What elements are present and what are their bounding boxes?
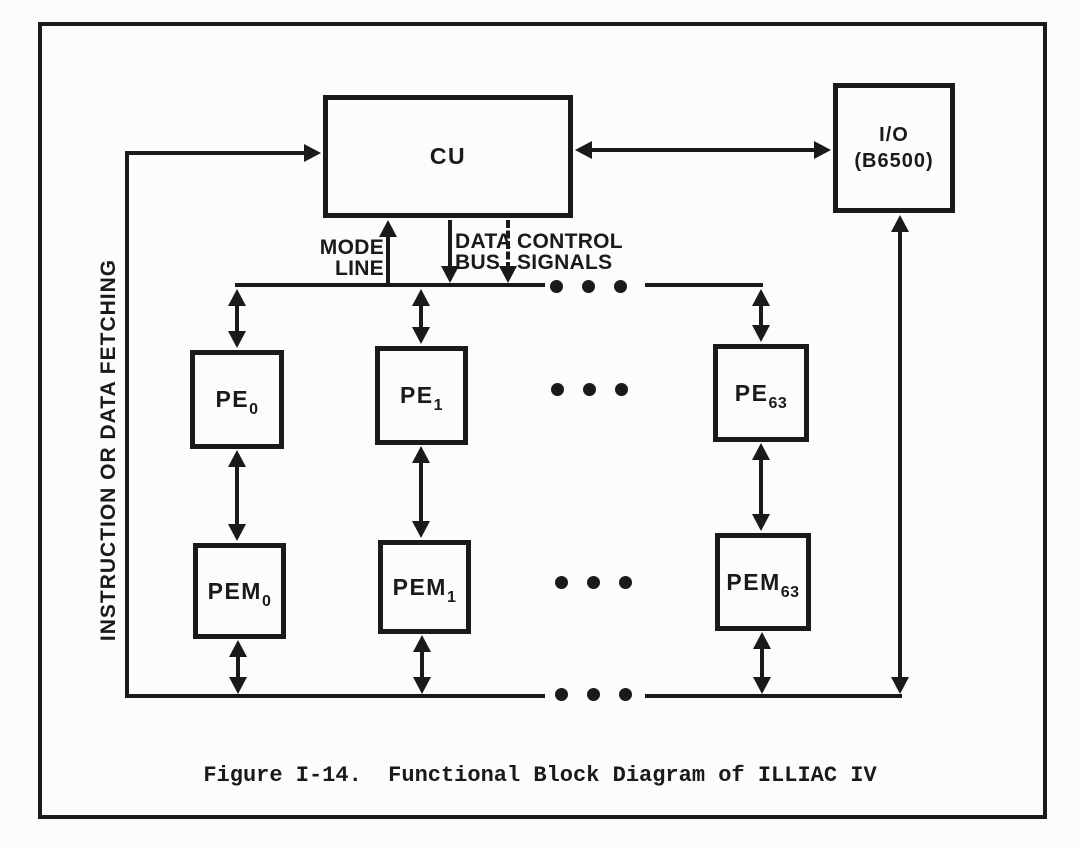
arrowhead-into-cu-right [575,141,592,159]
arrowhead-control-signals [499,266,517,283]
arrowhead-pem0-bus-down [229,677,247,694]
arrowhead-bus-pe1-up [412,289,430,306]
ellipsis-dots-bottom-bus [555,688,632,701]
pem63-label: PEM63 [726,568,800,601]
connector-cu-io [590,148,816,152]
arrowhead-into-cu-left [304,144,321,162]
arrowhead-into-io-bottom [891,215,909,232]
dot [583,383,596,396]
pe1-label: PE1 [399,382,444,414]
io-block: I/O (B6500) [833,83,955,213]
dot [550,280,563,293]
pe63-block: PE63 [713,344,809,442]
connector-pem63-bus [760,644,764,682]
arrowhead-bus-pe63-down [752,325,770,342]
pe0-label: PE0 [215,386,259,418]
dot [551,383,564,396]
arrowhead-pe63-pem63-down [752,514,770,531]
connector-bus-pe0 [235,300,239,336]
connector-mode-line [386,235,390,287]
arrowhead-onto-bottom-bus [891,677,909,694]
io-label-line1: I/O [879,124,909,146]
arrowhead-pe1-pem1-down [412,521,430,538]
connector-pe63-pem63 [759,455,763,519]
arrowhead-pe1-pem1-up [412,446,430,463]
side-label-instruction-or-data-fetching: INSTRUCTION OR DATA FETCHING [97,258,120,642]
cu-block: CU [323,95,573,218]
arrowhead-pem63-bus-down [753,677,771,694]
ellipsis-dots-pe-row [551,383,628,396]
connector-io-to-bottom-bus [898,230,902,680]
arrowhead-pem1-bus-down [413,677,431,694]
arrowhead-pe0-pem0-up [228,450,246,467]
connector-pe1-pem1 [419,458,423,526]
connector-row-bus-right [645,283,763,287]
dot [582,280,595,293]
io-label-line2: (B6500) [854,150,934,172]
arrowhead-pem1-bus-up [413,635,431,652]
arrowhead-bus-pe0-up [228,289,246,306]
dot [555,576,568,589]
dot [615,383,628,396]
dot [587,688,600,701]
arrowhead-bus-pe0-down [228,331,246,348]
connector-left-to-cu [125,151,306,155]
arrowhead-into-io-left [814,141,831,159]
diagram-border [38,22,1047,819]
connector-left-feedback [125,151,129,698]
dot [619,576,632,589]
dot [587,576,600,589]
pe0-block: PE0 [190,350,284,449]
arrowhead-mode-into-cu [379,220,397,237]
pem0-block: PEM0 [193,543,286,639]
connector-bus-pe1 [419,300,423,332]
ellipsis-dots-row-bus [550,280,627,293]
dot [555,688,568,701]
pem1-block: PEM1 [378,540,471,634]
pem1-label: PEM1 [392,573,457,606]
arrowhead-pe63-pem63-up [752,443,770,460]
arrowhead-bus-pe1-down [412,327,430,344]
connector-pem1-bus [420,647,424,682]
cu-label: CU [429,143,467,169]
connector-control-signals-dashed [506,220,510,270]
ellipsis-dots-pem-row [555,576,632,589]
pem63-block: PEM63 [715,533,811,631]
connector-bottom-bus-right [645,694,902,698]
pem0-label: PEM0 [207,577,272,610]
connector-data-bus [448,220,452,270]
arrowhead-data-bus [441,266,459,283]
connector-bus-pe63 [759,300,763,330]
connector-bottom-bus-left [125,694,545,698]
pe63-label: PE63 [734,379,788,412]
arrowhead-pem0-bus-up [229,640,247,657]
arrowhead-bus-pe63-up [752,289,770,306]
arrowhead-pe0-pem0-down [228,524,246,541]
dot [614,280,627,293]
connector-pem0-bus [236,652,240,682]
figure-caption: Figure I-14. Functional Block Diagram of… [203,763,877,788]
arrowhead-pem63-bus-up [753,632,771,649]
connector-pe0-pem0 [235,462,239,528]
dot [619,688,632,701]
pe1-block: PE1 [375,346,468,445]
connector-row-bus-left [235,283,545,287]
